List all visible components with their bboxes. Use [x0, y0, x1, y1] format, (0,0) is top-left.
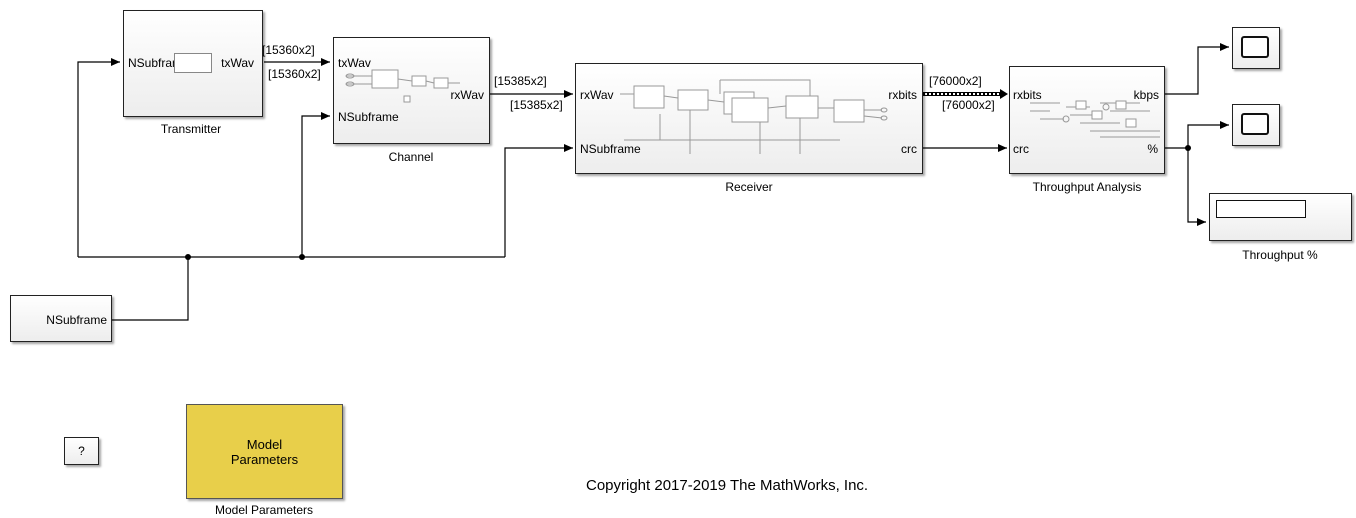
throughput-percent-display-block[interactable] — [1209, 193, 1352, 241]
throughput-analysis-caption: Throughput Analysis — [1032, 180, 1142, 194]
throughput-analysis-block[interactable]: rxbits crc kbps % — [1009, 66, 1165, 174]
wire-to-receiver — [504, 144, 573, 257]
kbps-scope-block[interactable] — [1232, 27, 1280, 69]
help-block[interactable]: ? — [64, 437, 99, 465]
percent-scope-block[interactable] — [1232, 104, 1280, 146]
nsubframe-source-label: NSubframe — [46, 313, 107, 327]
channel-in-port-txwav: txWav — [338, 56, 371, 70]
channel-internal-diagram — [345, 69, 460, 103]
signal-dim-rx-bottom: [76000x2] — [942, 98, 995, 112]
model-parameters-caption: Model Parameters — [214, 503, 314, 517]
scope-icon — [1241, 36, 1269, 58]
throughput-in-port-rxbits: rxbits — [1013, 88, 1042, 102]
model-parameters-label-line1: Model — [246, 437, 283, 452]
model-parameters-label-line2: Parameters — [230, 452, 299, 467]
transmitter-caption: Transmitter — [160, 122, 222, 136]
junction-dot — [1185, 145, 1191, 151]
throughput-out-port-percent: % — [1147, 142, 1158, 156]
model-parameters-block[interactable]: Model Parameters — [186, 404, 343, 499]
display-readout — [1216, 200, 1306, 218]
receiver-in-port-rxwav: rxWav — [580, 88, 614, 102]
wire-to-channel — [301, 112, 330, 257]
receiver-internal-diagram — [620, 79, 888, 154]
signal-dim-ch-bottom: [15385x2] — [510, 98, 563, 112]
transmitter-block[interactable]: NSubframe txWav — [123, 10, 263, 117]
channel-block[interactable]: txWav NSubframe rxWav — [333, 37, 490, 144]
signal-dim-rx-top: [76000x2] — [929, 74, 982, 88]
receiver-block[interactable]: rxWav NSubframe rxbits crc — [575, 63, 923, 174]
signal-dim-tx-top: [15360x2] — [262, 43, 315, 57]
channel-caption: Channel — [388, 150, 434, 164]
receiver-out-port-crc: crc — [901, 142, 917, 156]
wire-to-transmitter — [77, 58, 120, 257]
channel-in-port-nsubframe: NSubframe — [338, 110, 399, 124]
wire-percent — [1165, 121, 1229, 149]
wire-kbps — [1165, 43, 1229, 95]
signal-dim-ch-top: [15385x2] — [494, 74, 547, 88]
receiver-out-port-rxbits: rxbits — [888, 88, 917, 102]
receiver-in-port-nsubframe: NSubframe — [580, 142, 641, 156]
transmitter-in-port: NSubframe — [128, 56, 189, 70]
wire-percent-display — [1187, 148, 1206, 226]
throughput-in-port-crc: crc — [1013, 142, 1029, 156]
wire-nsubframe-source — [112, 257, 189, 321]
throughput-internal-diagram — [1030, 100, 1160, 138]
junction-dot — [185, 254, 191, 260]
throughput-percent-caption: Throughput % — [1242, 248, 1318, 262]
transmitter-inner-box — [174, 53, 212, 73]
help-question-mark: ? — [78, 444, 85, 458]
channel-out-port: rxWav — [450, 88, 484, 102]
signal-dim-tx-bottom: [15360x2] — [268, 67, 321, 81]
nsubframe-source-block[interactable]: NSubframe — [10, 295, 112, 342]
junction-dot — [299, 254, 305, 260]
transmitter-out-port: txWav — [221, 56, 254, 70]
throughput-out-port-kbps: kbps — [1133, 88, 1159, 102]
model-parameters-label: Model Parameters — [187, 437, 342, 467]
scope-icon — [1241, 113, 1269, 135]
receiver-caption: Receiver — [725, 180, 773, 194]
copyright-text: Copyright 2017-2019 The MathWorks, Inc. — [586, 477, 869, 494]
